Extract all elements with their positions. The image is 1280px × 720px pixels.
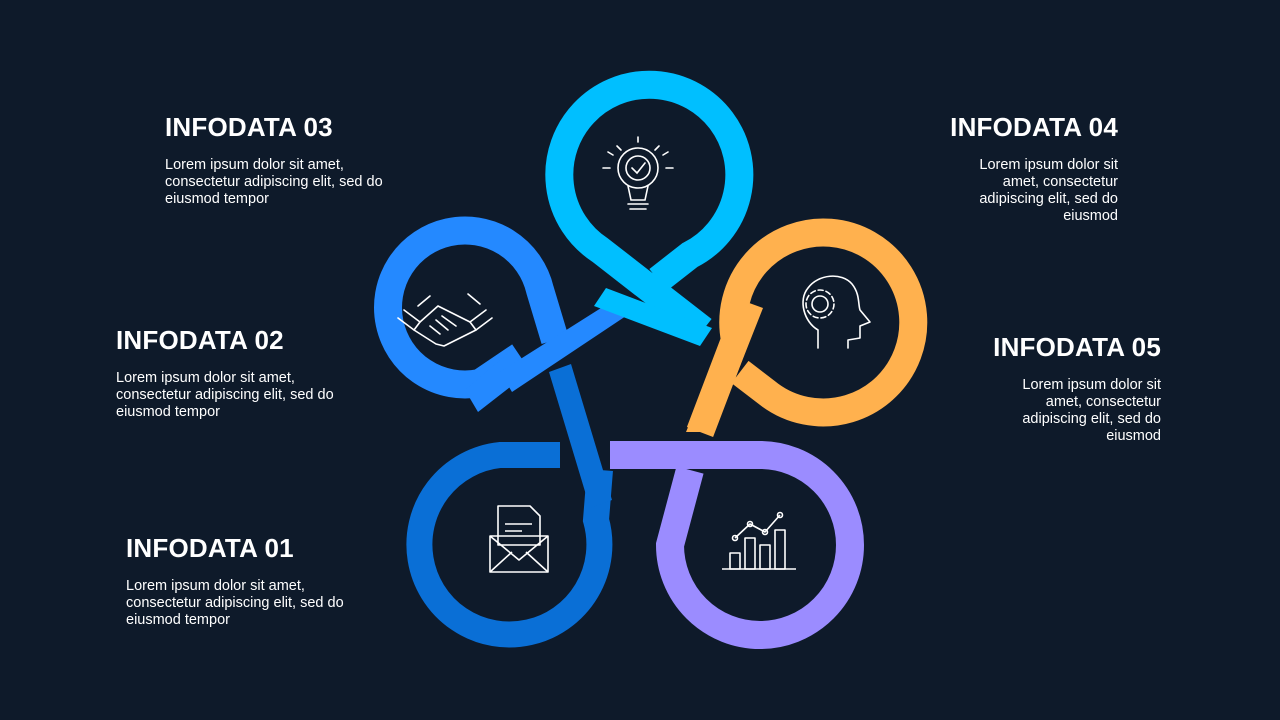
petal-05: [610, 441, 864, 649]
lightbulb-icon: [602, 136, 674, 210]
handshake-icon: [397, 293, 493, 347]
infodata-04-block: INFODATA 04 Lorem ipsum dolor sit amet, …: [898, 112, 1118, 225]
infodata-01-block: INFODATA 01 Lorem ipsum dolor sit amet, …: [126, 533, 346, 629]
infodata-03-text: Lorem ipsum dolor sit amet, consectetur …: [165, 157, 383, 207]
bar-chart-icon: [722, 511, 796, 570]
petal-03: [545, 70, 754, 346]
infodata-05-text: Lorem ipsum dolor sit amet, consectetur …: [1022, 377, 1161, 444]
infodata-05-block: INFODATA 05 Lorem ipsum dolor sit amet, …: [941, 332, 1161, 445]
petal-02: [374, 216, 632, 412]
infodata-02-text: Lorem ipsum dolor sit amet, consectetur …: [116, 370, 334, 420]
infodata-03-block: INFODATA 03 Lorem ipsum dolor sit amet, …: [165, 112, 385, 208]
infodata-01-text: Lorem ipsum dolor sit amet, consectetur …: [126, 578, 344, 628]
infodata-03-title: INFODATA 03: [165, 112, 333, 142]
infodata-04-title: INFODATA 04: [950, 112, 1118, 142]
infodata-04-text: Lorem ipsum dolor sit amet, consectetur …: [979, 157, 1118, 224]
infodata-01-title: INFODATA 01: [126, 533, 294, 563]
infodata-02-block: INFODATA 02 Lorem ipsum dolor sit amet, …: [116, 325, 336, 421]
petal-01: [406, 364, 613, 648]
petal-04: [686, 218, 928, 437]
head-gear-icon: [802, 275, 871, 349]
infodata-05-title: INFODATA 05: [993, 332, 1161, 362]
infodata-02-title: INFODATA 02: [116, 325, 284, 355]
envelope-document-icon: [489, 505, 549, 573]
